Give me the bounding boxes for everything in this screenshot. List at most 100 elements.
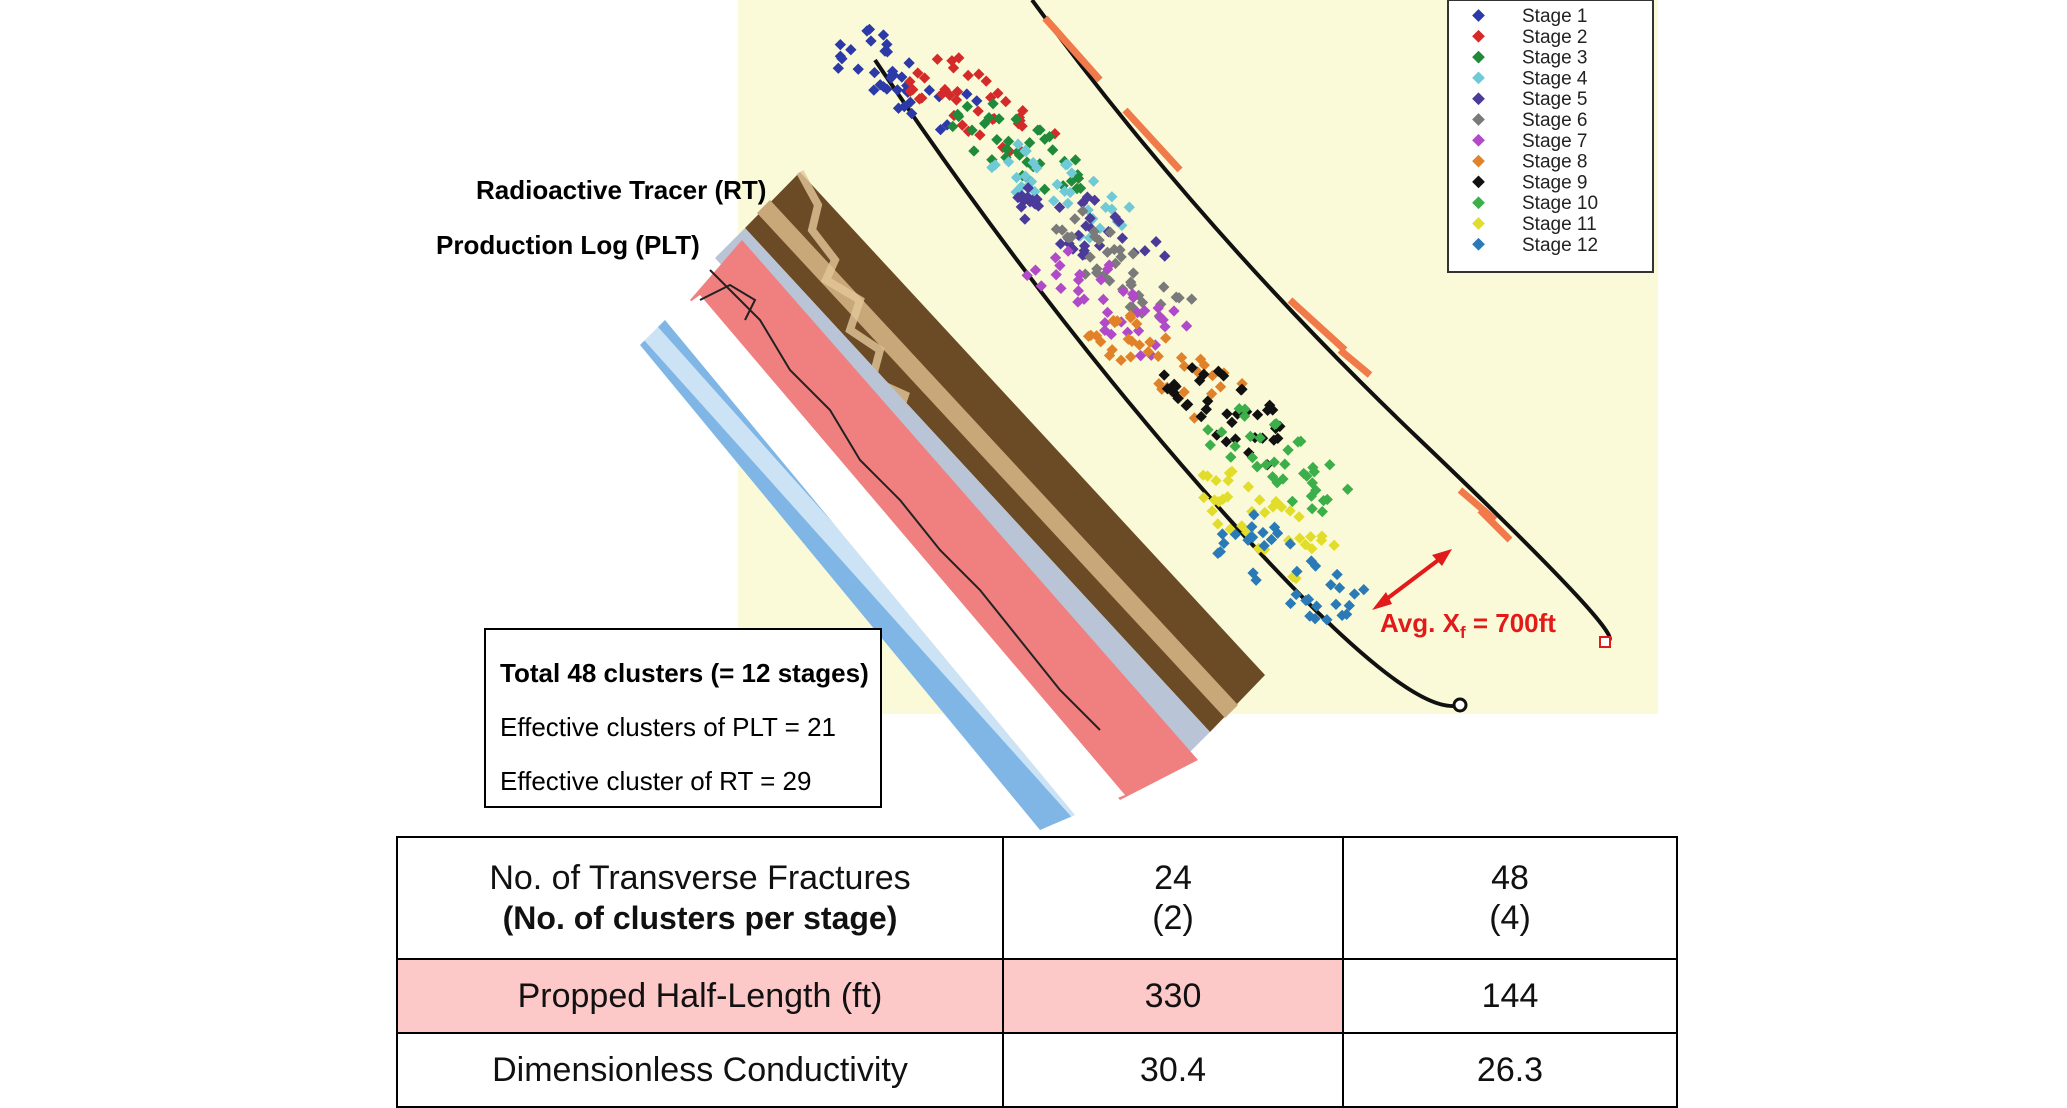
event-marker [1229, 433, 1242, 445]
table-row: Propped Half-Length (ft) 330 144 [396, 958, 1678, 1034]
event-marker [931, 53, 944, 65]
event-marker [1152, 302, 1164, 314]
event-marker [1103, 275, 1116, 287]
event-marker [1220, 436, 1233, 448]
event-marker [1011, 146, 1024, 158]
event-marker [1316, 530, 1328, 542]
event-marker [1307, 461, 1319, 474]
event-marker [845, 44, 857, 56]
cell-case-2: 26.3 [1342, 1032, 1678, 1108]
event-marker [1229, 528, 1242, 541]
event-marker [1194, 353, 1207, 365]
event-marker [1316, 505, 1328, 518]
event-marker [1212, 518, 1224, 530]
event-marker [1022, 182, 1034, 194]
event-marker [1054, 238, 1067, 250]
event-marker [1304, 531, 1317, 543]
event-marker [1034, 124, 1046, 136]
event-marker [1217, 370, 1230, 382]
event-marker [1035, 280, 1047, 292]
legend-label: Stage 10 [1522, 193, 1598, 214]
event-marker [1060, 159, 1072, 171]
event-marker [834, 38, 846, 51]
event-marker [1152, 350, 1164, 362]
event-marker [1082, 330, 1095, 342]
event-marker [1239, 403, 1251, 415]
event-marker [1116, 232, 1129, 244]
event-marker [1284, 505, 1296, 517]
event-marker [1215, 426, 1228, 438]
event-marker [1117, 285, 1129, 298]
event-marker [1111, 315, 1123, 327]
legend-label: Stage 5 [1522, 89, 1588, 110]
event-marker [1286, 495, 1299, 508]
event-marker [1160, 332, 1172, 344]
event-marker [1048, 195, 1060, 207]
event-marker [1343, 599, 1355, 612]
event-marker [1062, 245, 1074, 257]
event-marker [1126, 288, 1139, 300]
event-marker [1310, 600, 1323, 612]
event-marker [1267, 404, 1279, 416]
event-marker [1331, 568, 1343, 581]
event-marker [1260, 459, 1272, 471]
event-marker [1284, 597, 1297, 610]
event-marker [1221, 408, 1233, 420]
event-marker [1251, 460, 1263, 473]
event-marker [1043, 131, 1056, 143]
event-marker [1031, 162, 1043, 174]
event-marker [1238, 410, 1251, 422]
event-marker [1104, 226, 1116, 238]
legend-label: Stage 11 [1522, 214, 1597, 235]
legend-label: Stage 8 [1522, 152, 1588, 173]
event-marker [1186, 362, 1198, 374]
event-marker [1123, 201, 1135, 213]
event-marker [1051, 178, 1063, 191]
event-marker [1226, 465, 1238, 478]
event-marker [1158, 369, 1170, 381]
event-marker [1279, 458, 1291, 470]
event-marker [1270, 495, 1282, 508]
well-logs [635, 170, 1265, 832]
event-marker [1170, 380, 1182, 393]
event-marker [1178, 360, 1191, 372]
event-marker [1015, 201, 1028, 213]
event-marker [865, 35, 877, 47]
event-marker [1010, 171, 1023, 184]
event-marker [986, 161, 998, 174]
event-marker [1206, 505, 1218, 517]
event-marker [1197, 469, 1209, 481]
event-marker [1236, 520, 1248, 532]
event-marker [1330, 598, 1342, 610]
event-marker [1306, 542, 1318, 555]
event-marker [1180, 320, 1193, 332]
legend-label: Stage 9 [1522, 172, 1588, 193]
cell-case-2: 48(4) [1342, 836, 1678, 960]
event-marker [1101, 306, 1114, 319]
avg-half-length-label: Avg. Xf = 700ft [1380, 608, 1556, 643]
event-marker [1321, 614, 1333, 626]
event-marker [1158, 281, 1170, 293]
event-marker [1268, 434, 1280, 446]
wellbore-toe-marker [1452, 697, 1468, 713]
event-marker [1284, 538, 1296, 550]
event-marker [1182, 398, 1194, 411]
event-marker [1253, 494, 1266, 506]
stage-interval [1477, 507, 1513, 543]
legend-label: Stage 12 [1522, 235, 1598, 256]
event-marker [1244, 430, 1257, 443]
event-marker [1050, 269, 1062, 281]
event-marker [946, 55, 958, 67]
event-marker [1293, 511, 1305, 523]
event-marker [1265, 533, 1278, 546]
event-marker [1105, 328, 1117, 341]
event-marker [1019, 170, 1032, 182]
summary-rt: Effective cluster of RT = 29 [500, 766, 812, 796]
event-marker [1229, 440, 1241, 452]
event-marker [1173, 292, 1185, 304]
row-label: Propped Half-Length (ft) [396, 958, 1004, 1034]
event-marker [1202, 424, 1214, 436]
event-marker [1109, 211, 1121, 223]
event-marker [1300, 594, 1312, 607]
event-marker [1019, 145, 1031, 158]
